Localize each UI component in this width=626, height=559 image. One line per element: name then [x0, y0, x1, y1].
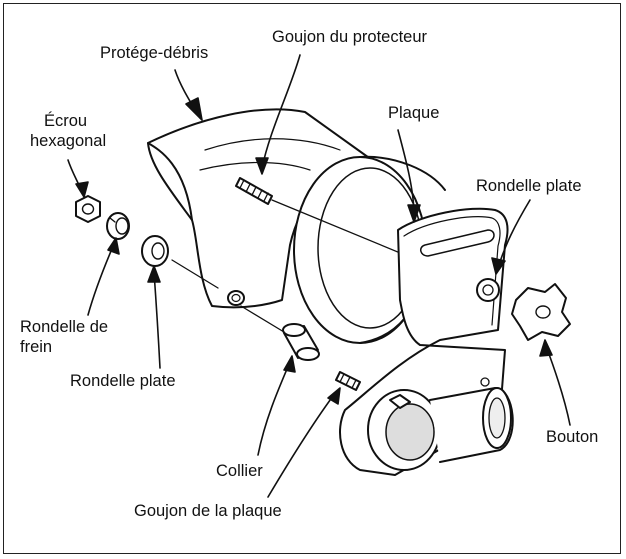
knob-part — [511, 283, 571, 341]
collar-part — [240, 305, 320, 361]
lock-washer-part — [106, 212, 130, 240]
label-goujon-protecteur: Goujon du protecteur — [272, 28, 428, 46]
hex-nut-part — [75, 195, 101, 223]
label-goujon-plaque: Goujon de la plaque — [134, 502, 282, 520]
label-rondelle-frein-line1: Rondelle de — [20, 318, 109, 336]
label-bouton: Bouton — [546, 428, 599, 446]
label-rondelle-frein-line2: frein — [20, 338, 53, 356]
label-ecrou-line2: hexagonal — [30, 132, 107, 150]
wheel-drum-part — [293, 155, 446, 344]
label-plaque: Plaque — [388, 104, 440, 122]
label-rondelle-plate-right: Rondelle plate — [476, 177, 582, 195]
label-ecrou-line1: Écrou — [44, 112, 88, 130]
label-protege-debris: Protége-débris — [100, 44, 209, 62]
leader-arrows — [67, 54, 571, 498]
flat-washer-left-part — [141, 235, 219, 289]
label-collier: Collier — [216, 462, 263, 480]
debris-guard-part — [147, 108, 373, 309]
clamp-mechanism-part — [367, 377, 514, 471]
label-rondelle-plate-left: Rondelle plate — [70, 372, 176, 390]
plate-stud-part — [335, 371, 361, 391]
